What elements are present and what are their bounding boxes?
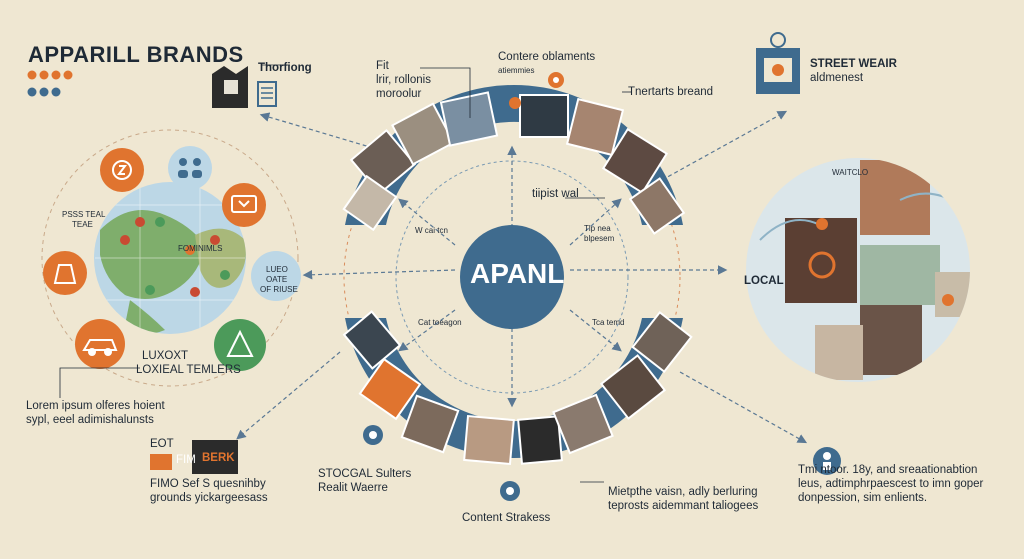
local-target (808, 251, 836, 279)
shirt-icon (212, 66, 248, 108)
storefront-icon (756, 32, 800, 94)
label-luxoxt-2: LOXIEAL TEMLERS (136, 364, 241, 376)
label-stocal-2: Realit Waerre (318, 482, 388, 494)
header-dots (27, 70, 73, 97)
globe-pins (120, 217, 230, 297)
arrow-top-left (259, 112, 381, 151)
center-label: APANL (470, 258, 565, 289)
bottom-arc-photos (342, 310, 693, 466)
label-content-strakess: Content Strakess (462, 512, 551, 524)
label-tme-1: Tmi ntoor. 18y, and sreaationabtion (798, 464, 978, 476)
label-blp: blpesem (584, 234, 615, 243)
globe-badge-1: LUEO (266, 265, 288, 274)
label-lorem-1: Lorem ipsum olferes hoient (26, 400, 165, 412)
label-tnarrat: Tnertarts breand (628, 86, 714, 98)
label-street-2: aldmenest (810, 72, 864, 84)
top-arc-photos (342, 91, 686, 235)
globe-note-1: PSSS TEAL (62, 210, 106, 219)
label-fit-2: lrir, rollonis (376, 74, 431, 86)
label-fit-3: moroolur (376, 88, 422, 100)
globe-note-2: TEAE (72, 220, 93, 229)
globe-badge-bg (251, 251, 301, 301)
globe-badge-2: OATE (266, 275, 288, 284)
arrow-bottom-left (236, 351, 341, 440)
label-mietpthe-2: teprosts aidemmant taliogees (608, 500, 759, 512)
arrow-left (302, 269, 456, 280)
local-pin-2 (942, 294, 954, 306)
label-luxoxt-1: LUXOXT (142, 350, 189, 362)
brand-tag: BERK (202, 452, 235, 464)
label-fino-2: grounds yickargeesass (150, 492, 268, 504)
arrow-top-right (661, 110, 788, 181)
center-circle (460, 225, 564, 329)
label-w-cat: W cai tcn (415, 226, 448, 235)
label-stocal-1: STOCGAL Sulters (318, 468, 412, 480)
document-icon (257, 81, 277, 107)
globe-note-3: FOMINIMLS (178, 244, 223, 253)
label-tlp: Tlp nea (584, 224, 611, 233)
left-orbit-ring (41, 129, 299, 387)
people-icon-bg (168, 146, 212, 190)
label-local: LOCAL (744, 275, 784, 287)
label-content-2: atiemmies (498, 66, 535, 75)
triangle-icon-bg (214, 319, 266, 371)
label-eot-1: EOT (150, 438, 174, 450)
local-pin-1 (816, 218, 828, 230)
label-thorfiong: Thorfiong (258, 62, 312, 74)
label-cat-bl: Cat toeagon (418, 318, 462, 327)
arrow-inner-tr (569, 198, 622, 246)
label-eot-2: FIM (176, 454, 196, 466)
globe-badge-3: OF RIUSE (260, 285, 298, 294)
label-tme-2: leus, adtimphrpaescest to imn goper (798, 478, 984, 490)
label-lorem-2: sypl, eeel adimishalunsts (26, 414, 154, 426)
arrow-inner-bl (398, 309, 456, 352)
label-fit-1: Fit (376, 60, 389, 72)
label-street-1: STREET WEAIR (810, 58, 897, 70)
brand-block (192, 440, 238, 474)
arrow-inner-br (569, 309, 622, 352)
label-tme-3: donpession, sim enlients. (798, 492, 928, 504)
page-title: APPARILL BRANDS (28, 42, 244, 67)
label-cat-br: Tca temd (592, 318, 625, 327)
label-right-tag: WAITCLO (832, 168, 869, 177)
bag-icon-bg (43, 251, 87, 295)
arrow-inner-tl (398, 198, 456, 246)
arrow-bottom-right (679, 371, 808, 444)
label-tiipist: tiipist wal (532, 188, 579, 200)
label-mietpthe-1: Mietpthe vaisn, adly berluring (608, 486, 758, 498)
person-pin-icon (813, 447, 841, 475)
map-pin-icon (509, 72, 564, 109)
label-content-1: Contere oblaments (498, 51, 596, 63)
label-fino-1: FIMO Sef S quesnihby (150, 478, 266, 490)
car-icon-bg (75, 319, 125, 369)
local-photos (759, 160, 970, 380)
